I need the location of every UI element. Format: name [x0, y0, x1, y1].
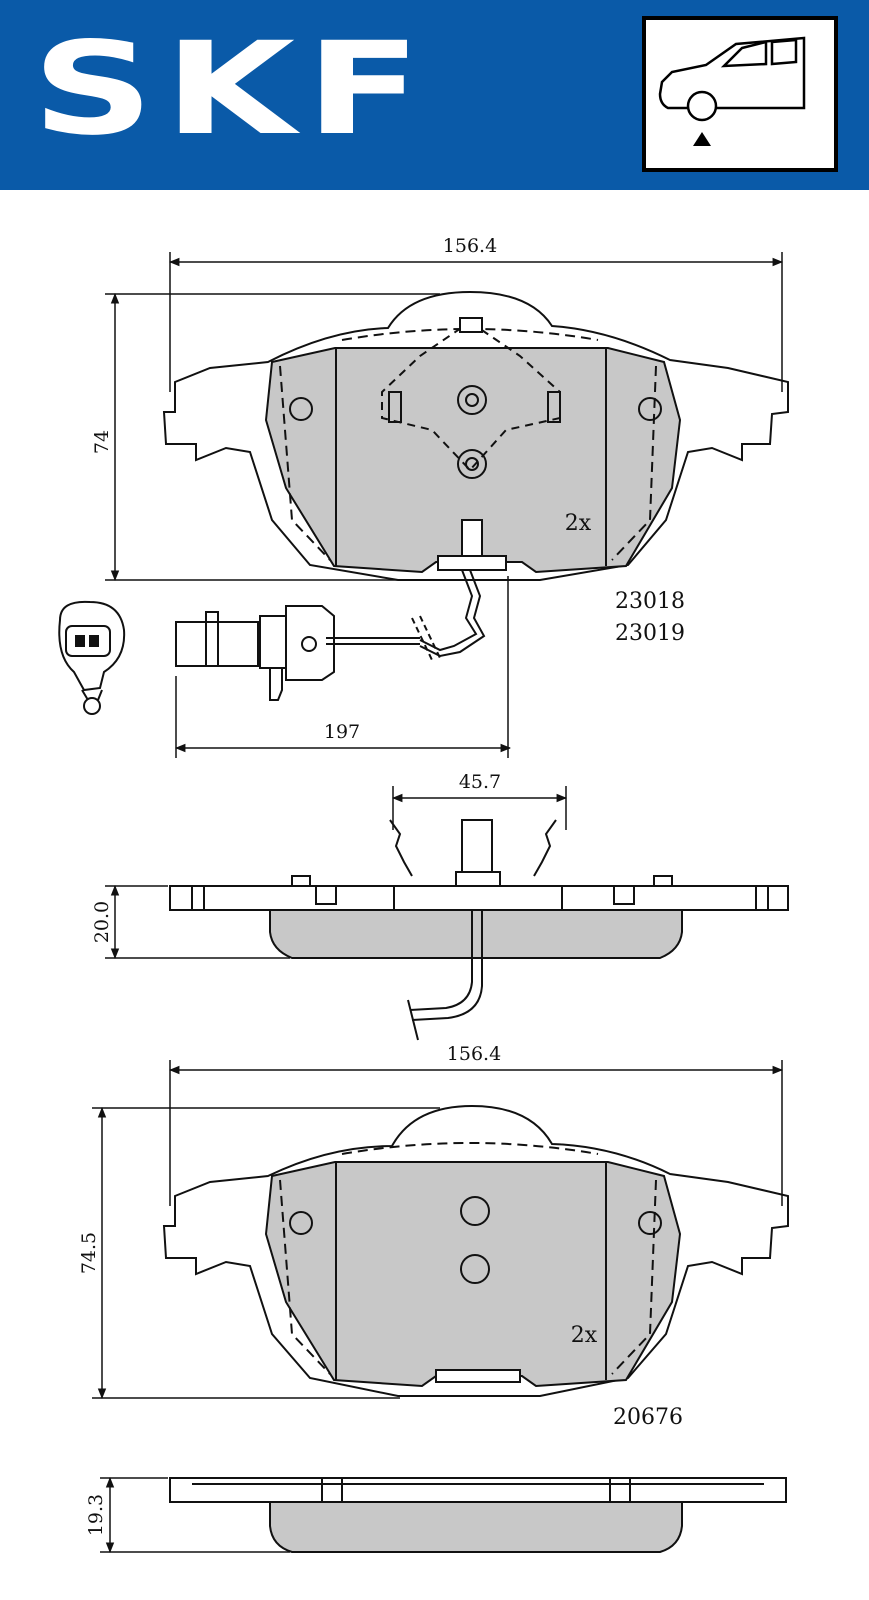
- sensor-length-dim: 197: [324, 721, 360, 743]
- car-front-axle-icon: [658, 36, 806, 146]
- part-number-23018: 23018: [615, 589, 685, 614]
- rear-thickness-dim: 19.3: [85, 1494, 107, 1536]
- part-number-23019: 23019: [615, 621, 685, 646]
- sensor-connector-side: [175, 605, 335, 701]
- wear-sensor-wire: [326, 569, 486, 661]
- rear-height-dim: 74.5: [78, 1232, 100, 1274]
- rear-width-dim: 156.4: [447, 1043, 501, 1065]
- front-pad-backing-plate: [162, 290, 789, 581]
- rear-pad-friction: [264, 1161, 682, 1388]
- front-height-dim: 74: [91, 430, 113, 454]
- rear-pad-drawing: [162, 1104, 789, 1397]
- rear-pad-backing-plate: [162, 1104, 789, 1397]
- skf-logo: SKF: [32, 15, 432, 164]
- front-thickness-dim: 20.0: [91, 901, 113, 943]
- sensor-connector-front: [58, 600, 126, 715]
- front-axle-icon-box: [642, 16, 838, 172]
- side-view-1-dimensions: [105, 786, 568, 960]
- side-view-2: [169, 1477, 787, 1553]
- side-view-1: [169, 819, 789, 1041]
- front-pad-friction: [264, 347, 682, 574]
- rear-pad-dimensions: [92, 1060, 784, 1400]
- brand-header: SKF: [0, 0, 869, 190]
- front-pad-dimensions: [105, 252, 784, 758]
- rear-quantity: 2x: [571, 1323, 598, 1348]
- front-width-dim: 156.4: [443, 235, 497, 257]
- front-quantity: 2x: [565, 511, 592, 536]
- front-pad-drawing: [162, 290, 789, 581]
- clip-width-dim: 45.7: [459, 771, 501, 793]
- part-number-20676: 20676: [613, 1405, 683, 1430]
- side-view-2-dimensions: [100, 1476, 290, 1554]
